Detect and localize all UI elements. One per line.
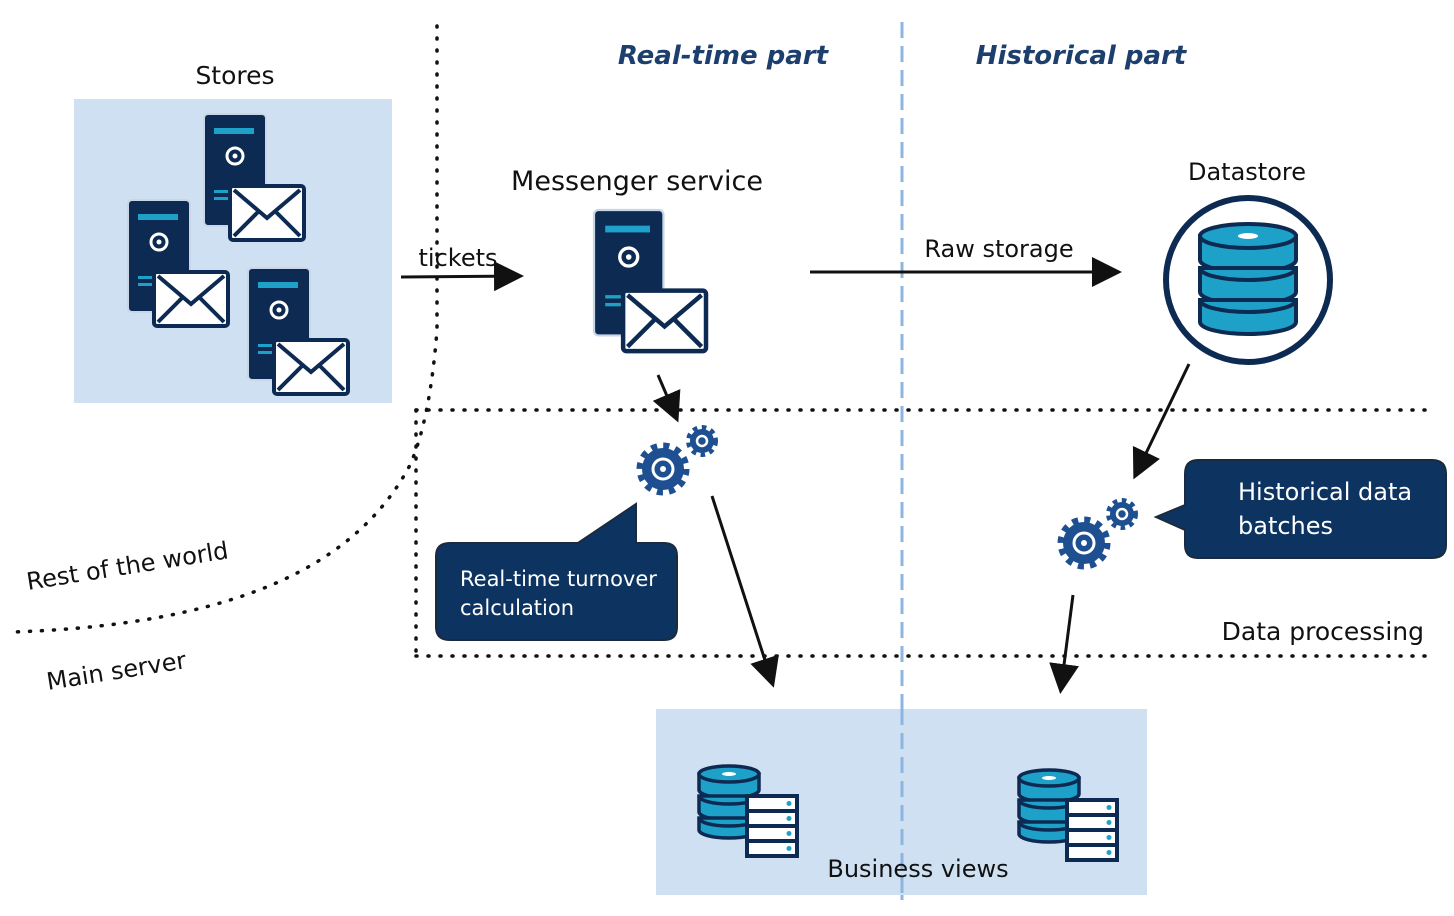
realtime-callout — [435, 502, 678, 641]
realtime-section-title: Real-time part — [618, 41, 830, 71]
historical-gears-icon — [1110, 502, 1134, 526]
datastore-database-icon — [1198, 222, 1298, 336]
realtime-to-views-arrow — [710, 495, 779, 688]
realtime-gears-icon — [690, 429, 714, 453]
stores-label: Stores — [195, 61, 274, 90]
historical-section-title: Historical part — [976, 41, 1188, 71]
historical-callout-line1: Historical data — [1238, 478, 1412, 506]
rest-of-world-label: Rest of the world — [25, 536, 231, 596]
historical-to-views-arrow — [1049, 594, 1079, 694]
business-views-label: Business views — [827, 855, 1008, 883]
world-boundary — [10, 24, 439, 634]
historical-gears-icon — [1063, 522, 1105, 564]
datastore-label: Datastore — [1188, 158, 1306, 186]
historical-callout — [1153, 459, 1447, 559]
messenger-server-icon — [594, 210, 706, 351]
raw-storage-label: Raw storage — [924, 235, 1073, 263]
messenger-label: Messenger service — [511, 166, 763, 197]
realtime-callout-line2: calculation — [460, 596, 574, 620]
realtime-callout-line1: Real-time turnover — [460, 567, 657, 591]
messenger-to-realtime-arrow — [652, 374, 681, 423]
main-server-label: Main server — [45, 646, 189, 696]
tickets-label: tickets — [419, 244, 498, 272]
data-processing-label: Data processing — [1222, 617, 1424, 646]
realtime-gears-icon — [642, 448, 684, 490]
datastore-to-historical-arrow — [1132, 363, 1191, 480]
historical-callout-line2: batches — [1238, 512, 1333, 540]
tickets-arrow — [400, 261, 524, 292]
